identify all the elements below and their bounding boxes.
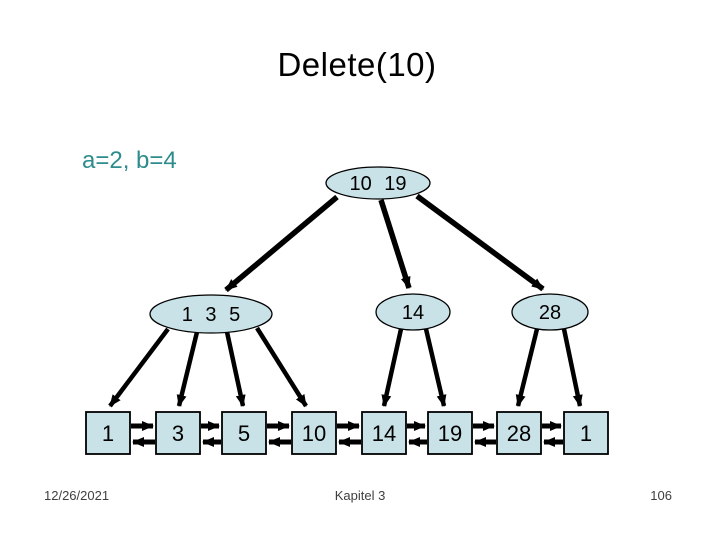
tree-parameters-annotation: a=2, b=4 (82, 147, 177, 174)
leaf-node-shape (563, 411, 609, 455)
leaf-node-label: 1 (580, 421, 592, 446)
leaf-node: 19 (427, 411, 473, 455)
tree-edge (515, 328, 540, 407)
internal-node-label: 28 (539, 302, 561, 324)
leaf-node: 28 (496, 411, 542, 455)
leaf-edges (108, 326, 583, 408)
internal-node-shape (511, 293, 589, 331)
tree-edge (224, 194, 339, 293)
leaf-node-shape (427, 411, 473, 455)
root-node: 10 19 (325, 166, 431, 200)
footer-chapter: Kapitel 3 (334, 488, 386, 503)
internal-node: 14 (375, 293, 451, 331)
internal-node-label: 14 (402, 302, 424, 324)
leaf-node: 10 (291, 411, 337, 455)
internal-node-label: 1 3 5 (182, 304, 240, 326)
leaf-node-label: 19 (438, 421, 462, 446)
leaf-node-shape (221, 411, 267, 455)
root-edges (224, 193, 545, 293)
leaf-node: 5 (221, 411, 267, 455)
internal-node-shape (149, 294, 273, 334)
root-node-shape (325, 166, 431, 200)
tree-edge (224, 331, 246, 407)
leaf-node-shape (155, 411, 201, 455)
tree-edge (108, 327, 170, 408)
tree-edge (378, 199, 412, 289)
tree-edge (561, 328, 583, 407)
leaf-node-shape (496, 411, 542, 455)
leaf-node-label: 14 (372, 421, 396, 446)
leaf-list-arrows (131, 421, 563, 447)
leaf-node: 1 (563, 411, 609, 455)
tree-edge (415, 193, 545, 292)
tree-edge (423, 328, 447, 407)
leaf-node-label: 10 (302, 421, 326, 446)
leaf-node: 3 (155, 411, 201, 455)
leaf-node: 1 (85, 411, 131, 455)
leaf-node-label: 28 (507, 421, 531, 446)
leaf-node-shape (291, 411, 337, 455)
footer-date: 12/26/2021 (44, 488, 110, 503)
leaf-node-shape (361, 411, 407, 455)
internal-node-shape (375, 293, 451, 331)
internal-node: 1 3 5 (149, 294, 273, 334)
leaf-node: 14 (361, 411, 407, 455)
footer-page-number: 106 (650, 488, 672, 503)
internal-node: 28 (511, 293, 589, 331)
leaf-node-label: 3 (172, 421, 184, 446)
slide-title: Delete(10) (277, 46, 437, 83)
root-node-label: 10 19 (349, 173, 406, 195)
leaf-node-label: 5 (238, 421, 250, 446)
tree-edge (255, 326, 308, 408)
tree-edge (381, 328, 404, 407)
leaf-node-label: 1 (102, 421, 114, 446)
leaf-node-shape (85, 411, 131, 455)
tree-edge (176, 331, 200, 407)
